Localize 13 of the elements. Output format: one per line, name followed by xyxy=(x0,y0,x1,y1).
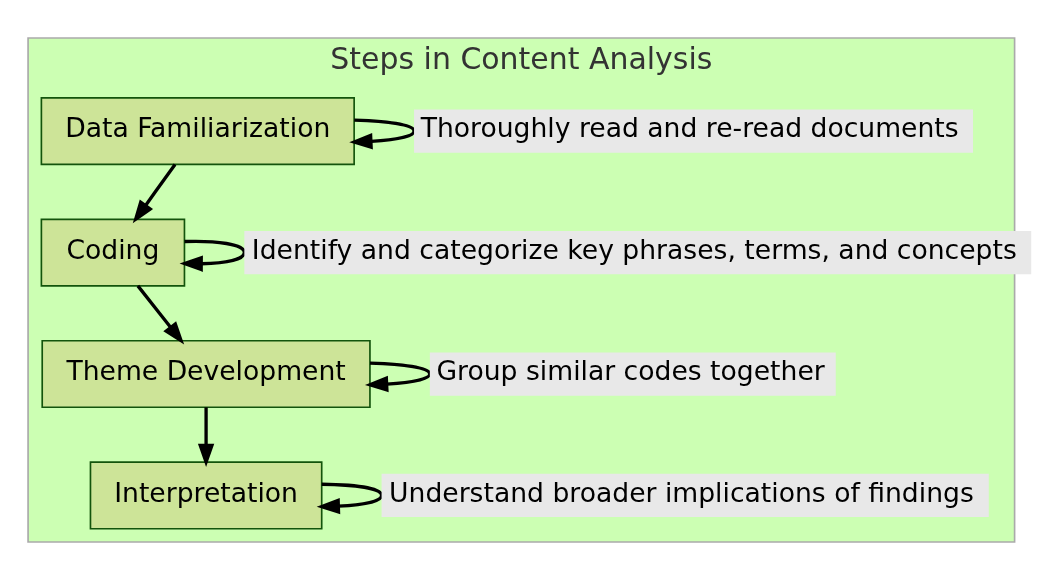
edge-label: Understand broader implications of findings xyxy=(389,476,974,508)
node-box: Theme Development xyxy=(41,339,371,408)
arrow xyxy=(132,162,177,223)
node-box: Coding xyxy=(40,217,186,287)
arrow xyxy=(179,239,246,272)
node-box: Interpretation xyxy=(89,460,323,530)
edge-label: Identify and categorize key phrases, terms, and concepts xyxy=(251,233,1017,265)
node-box: Data Familiarization xyxy=(40,96,355,165)
edge-label: Thoroughly read and re-read documents xyxy=(420,111,959,143)
arrow xyxy=(197,406,215,467)
arrow xyxy=(136,284,185,345)
edge-label: Group similar codes together xyxy=(436,354,825,386)
arrow xyxy=(349,118,416,149)
